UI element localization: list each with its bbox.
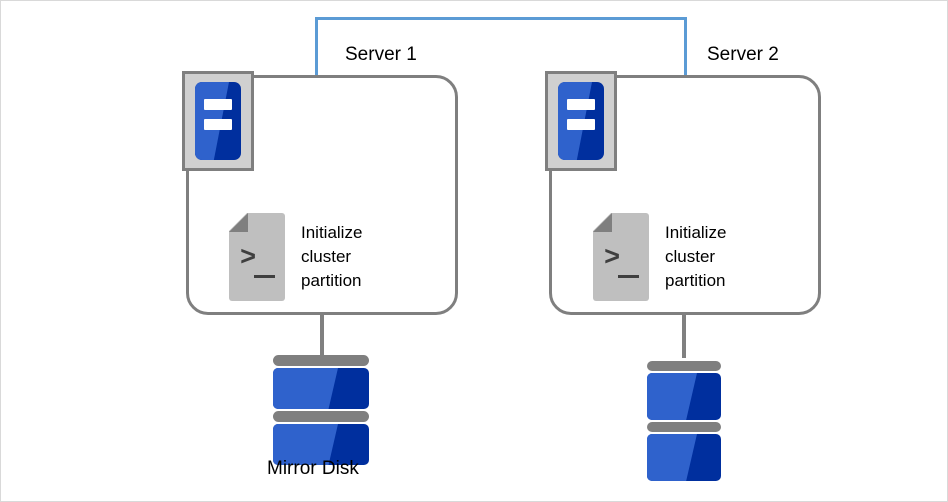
action-text-line-2: cluster — [665, 246, 716, 266]
server-chassis-icon — [182, 71, 254, 171]
server-chassis-body — [195, 82, 241, 160]
server-1-label: Server 1 — [345, 44, 417, 65]
disk-bar-middle — [647, 422, 721, 432]
server-2-label: Server 2 — [707, 44, 779, 65]
server-chassis-slot-bottom — [567, 119, 595, 130]
server-2-disk-connector — [682, 312, 686, 358]
server-1-disk-stack — [273, 355, 369, 467]
mirror-disk-label: Mirror Disk — [267, 458, 359, 479]
script-prompt-glyph: > — [240, 244, 257, 274]
server-1-disk-connector — [320, 312, 324, 358]
server-2-action: > Initialize cluster partition — [593, 213, 726, 301]
action-text-line-2: cluster — [301, 246, 352, 266]
action-text-line-1: Initialize — [665, 222, 727, 242]
action-text-line-3: partition — [301, 271, 362, 291]
server-1-action-text: Initialize cluster partition — [301, 221, 362, 293]
disk-platter-top — [273, 368, 369, 409]
disk-bar-top — [647, 361, 721, 371]
disk-bar-top — [273, 355, 369, 366]
script-cursor-icon — [618, 275, 639, 278]
server-2-disk-stack — [647, 361, 721, 483]
disk-platter-top — [647, 373, 721, 420]
server-chassis-slot-top — [567, 99, 595, 110]
server-chassis-icon — [545, 71, 617, 171]
console-script-icon: > — [593, 213, 649, 301]
script-fold-corner — [229, 213, 248, 232]
disk-platter-bottom — [273, 424, 369, 465]
disk-bar-middle — [273, 411, 369, 422]
server-2-action-text: Initialize cluster partition — [665, 221, 726, 293]
disk-platter-bottom — [647, 434, 721, 481]
action-text-line-3: partition — [665, 271, 726, 291]
script-cursor-icon — [254, 275, 275, 278]
server-1-action: > Initialize cluster partition — [229, 213, 362, 301]
action-text-line-1: Initialize — [301, 222, 363, 242]
server-chassis-slot-top — [204, 99, 232, 110]
server-chassis-slot-bottom — [204, 119, 232, 130]
console-script-icon: > — [229, 213, 285, 301]
server-chassis-body — [558, 82, 604, 160]
script-prompt-glyph: > — [604, 244, 621, 274]
